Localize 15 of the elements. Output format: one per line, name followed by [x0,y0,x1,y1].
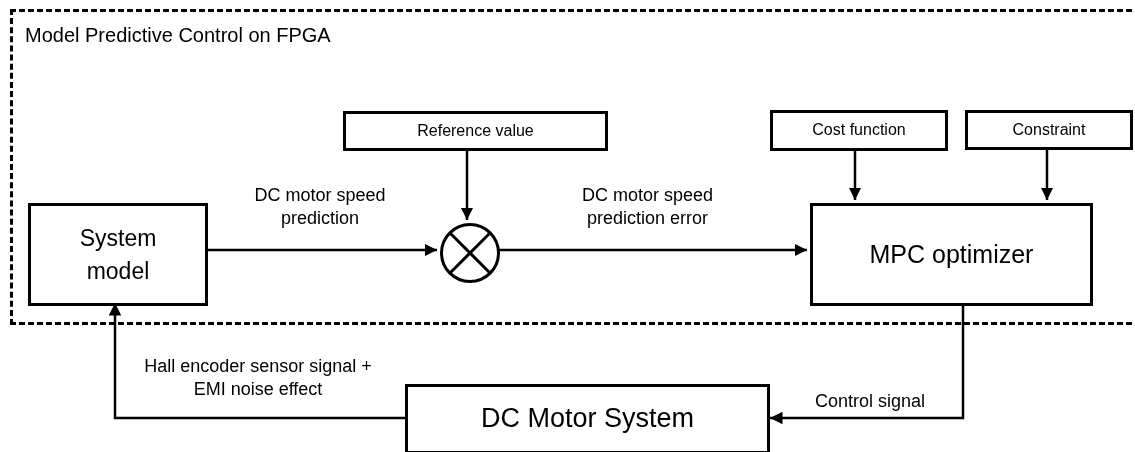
box-label: Cost function [812,120,906,141]
process-box [405,384,770,452]
box-label: MPC optimizer [869,239,1034,270]
box-label: Constraint [1012,119,1086,140]
group-title: Model Predictive Control on FPGA [25,24,331,47]
box-label: DC Motor System [480,402,694,436]
process-box [965,110,1133,150]
process-box [770,110,948,151]
box-label: Reference value [417,120,534,141]
dashed-group-frame [10,9,1135,325]
process-box [810,203,1093,306]
process-box [28,203,208,306]
summing-junction [440,223,500,283]
process-box [343,111,608,151]
box-label: System model [78,224,158,286]
